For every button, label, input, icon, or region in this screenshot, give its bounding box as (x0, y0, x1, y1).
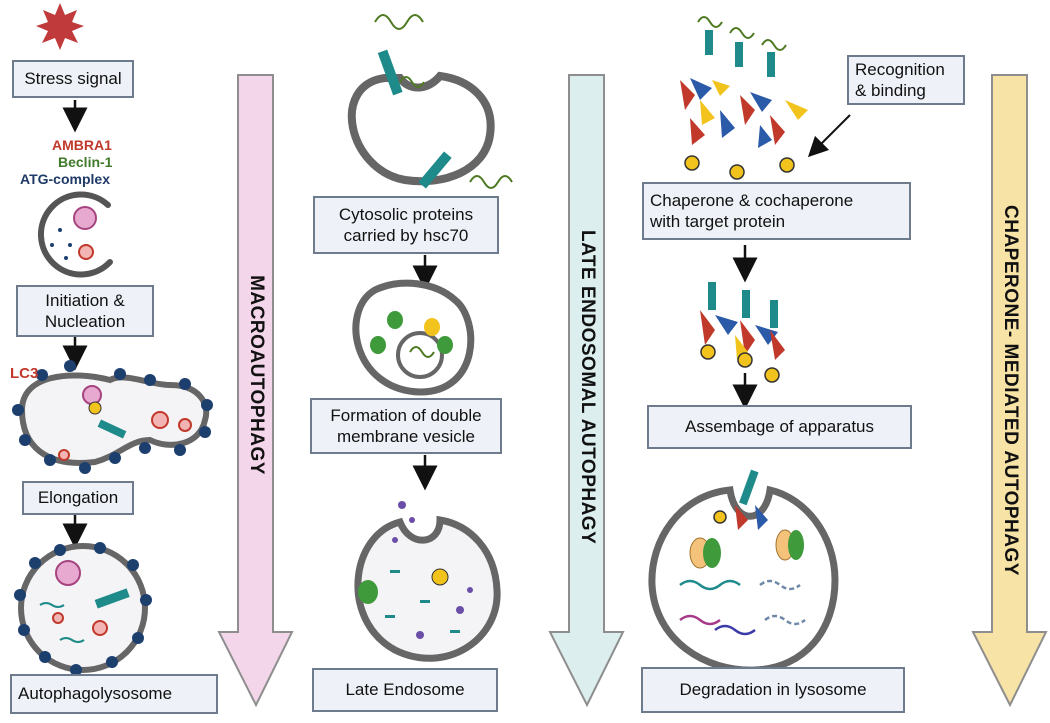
lc3-dots (12, 360, 213, 474)
atg-complex-label: ATG-complex (20, 171, 110, 187)
target-protein-dots (684, 155, 795, 180)
assembly-complex-illustration (700, 282, 785, 383)
recognition-pointer (807, 114, 851, 158)
formation-vesicle-box: Formation of double membrane vesicle (310, 398, 502, 454)
cochaperone-cluster (680, 78, 808, 148)
autophagolysosome-box: Autophagolysosome (10, 674, 218, 714)
assembly-apparatus-box: Assembage of apparatus (647, 405, 912, 449)
stress-starburst-icon (36, 3, 84, 50)
lysosome-dots (14, 542, 152, 676)
late-endosome-illustration (354, 501, 501, 662)
endosome-invagination-illustration (347, 14, 513, 189)
elongation-box: Elongation (22, 481, 134, 515)
late-endosomal-section-arrow (548, 74, 625, 708)
late-endosome-box: Late Endosome (312, 668, 498, 712)
macroautophagy-section-arrow (217, 74, 294, 708)
autophagolysosome-illustration (18, 543, 148, 673)
degradation-lysosome-box: Degradation in lysosome (641, 667, 905, 713)
stress-signal-box: Stress signal (12, 60, 134, 98)
ambra1-label: AMBRA1 (52, 137, 112, 153)
recognition-binding-box: Recognition & binding (847, 55, 965, 105)
hsc70-chaperones-top (697, 16, 787, 77)
cma-section-label: CHAPERONE- MEDIATED AUTOPHAGY (1000, 205, 1021, 576)
late-endosomal-section-label: LATE ENDOSOMAL AUTOPHAGY (577, 230, 598, 545)
lysosome-illustration (648, 469, 839, 674)
double-membrane-vesicle-illustration (352, 279, 475, 396)
elongation-illustration (18, 372, 210, 466)
lc3-label: LC3 (10, 365, 39, 382)
chaperone-cochaperone-box: Chaperone & cochaperone with target prot… (642, 182, 911, 240)
initiation-nucleation-box: Initiation & Nucleation (16, 285, 154, 337)
beclin1-label: Beclin-1 (58, 154, 113, 170)
cma-section-arrow (971, 74, 1048, 708)
macroautophagy-section-label: MACROAUTOPHAGY (246, 275, 267, 475)
phagophore-illustration (37, 191, 113, 278)
cytosolic-proteins-box: Cytosolic proteins carried by hsc70 (313, 196, 499, 254)
